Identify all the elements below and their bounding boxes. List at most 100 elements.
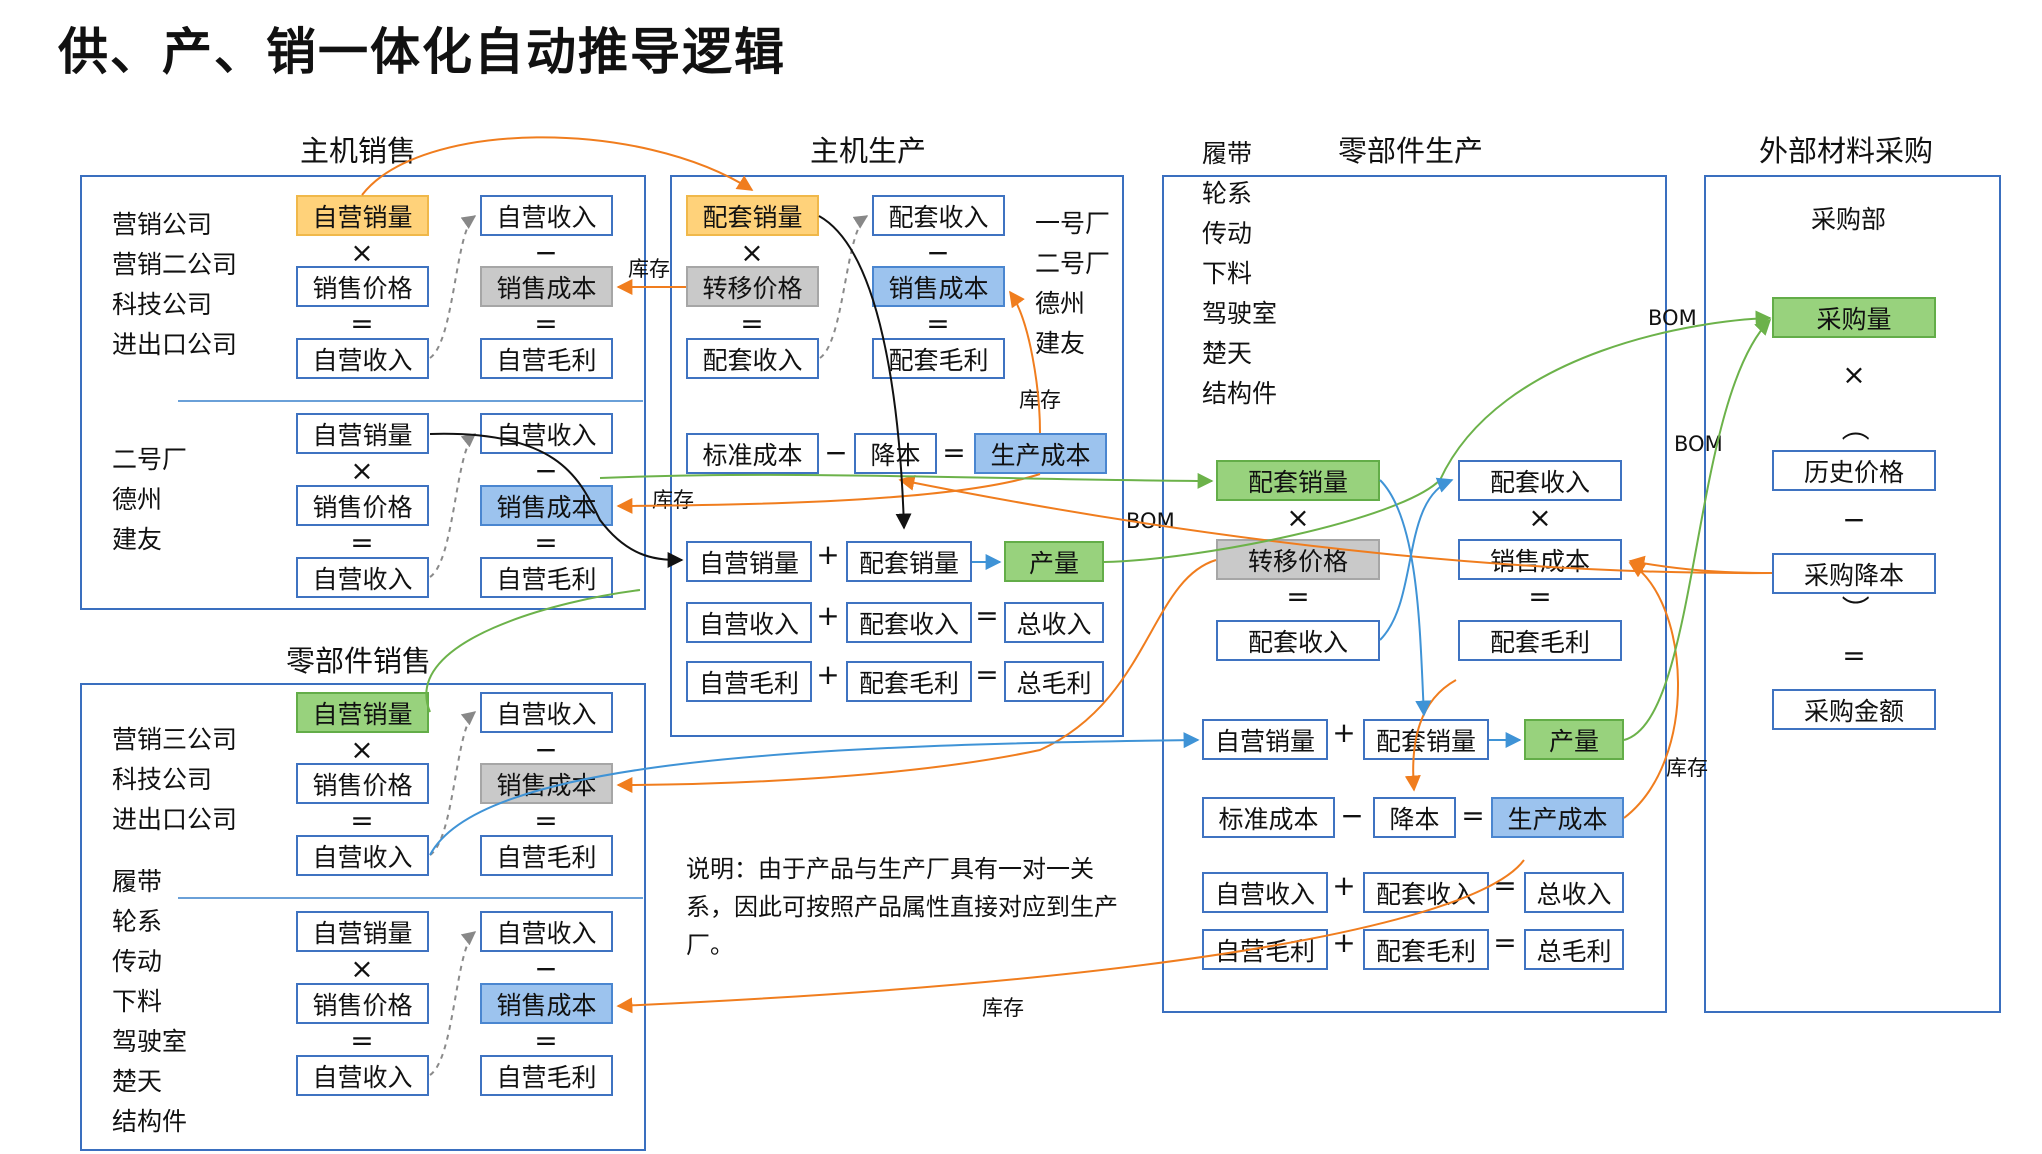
parts-prod-self-gross[interactable]: 自营毛利 — [1202, 929, 1328, 970]
op-equals: = — [1842, 639, 1866, 672]
purchase-history-price[interactable]: 历史价格 — [1772, 450, 1936, 491]
purchase-dept-label: 采购部 — [1811, 205, 1887, 234]
host-sales-g1-self-revenue[interactable]: 自营收入 — [480, 195, 613, 236]
host-prod-self-gross[interactable]: 自营毛利 — [686, 661, 812, 702]
parts-sales-title: 零部件销售 — [286, 644, 432, 678]
host-prod-match-revenue-left[interactable]: 配套收入 — [686, 338, 819, 379]
parts-sales-g1-self-revenue-left[interactable]: 自营收入 — [296, 835, 429, 876]
op-equals: = — [534, 804, 558, 837]
host-prod-match-gross[interactable]: 配套毛利 — [872, 338, 1005, 379]
host-sales-g1-self-revenue-left[interactable]: 自营收入 — [296, 338, 429, 379]
host-prod-cost-down[interactable]: 降本 — [854, 433, 937, 474]
page-title: 供、产、销一体化自动推导逻辑 — [58, 23, 786, 81]
op-times: × — [350, 952, 374, 985]
parts-prod-match-revenue[interactable]: 配套收入 — [1458, 460, 1622, 501]
host-sales-title: 主机销售 — [300, 134, 417, 168]
host-sales-g2-self-revenue[interactable]: 自营收入 — [480, 413, 613, 454]
op-times: × — [350, 454, 374, 487]
parts-prod-transfer-price[interactable]: 转移价格 — [1216, 539, 1380, 580]
host-prod-output[interactable]: 产量 — [1004, 541, 1104, 582]
label-bom: BOM — [1674, 432, 1723, 456]
parts-prod-sales-cost[interactable]: 销售成本 — [1458, 539, 1622, 580]
op-minus: − — [1842, 503, 1866, 536]
parts-sales-divider — [178, 897, 643, 899]
host-prod-self-volume[interactable]: 自营销量 — [686, 541, 812, 582]
parts-prod-self-revenue[interactable]: 自营收入 — [1202, 872, 1328, 913]
purchase-cost-down[interactable]: 采购降本 — [1772, 553, 1936, 594]
op-minus: − — [534, 733, 558, 766]
op-equals: = — [1461, 799, 1485, 832]
parts-production-entities: 履带 轮系 传动 下料 驾驶室 楚天 结构件 — [1202, 139, 1278, 408]
host-sales-divider — [178, 400, 643, 402]
op-plus: + — [1332, 926, 1356, 959]
parts-sales-g2-sales-cost[interactable]: 销售成本 — [480, 983, 613, 1024]
parts-sales-group1-entities: 营销三公司 科技公司 进出口公司 — [112, 725, 238, 834]
parts-prod-match-revenue-left[interactable]: 配套收入 — [1216, 620, 1380, 661]
host-sales-g1-self-gross[interactable]: 自营毛利 — [480, 338, 613, 379]
op-times: × — [1842, 358, 1866, 391]
label-inventory: 库存 — [652, 488, 694, 512]
host-prod-self-revenue[interactable]: 自营收入 — [686, 602, 812, 643]
host-sales-g2-sale-price[interactable]: 销售价格 — [296, 485, 429, 526]
host-prod-match-revenue-2[interactable]: 配套收入 — [846, 602, 972, 643]
parts-sales-g1-sale-price[interactable]: 销售价格 — [296, 763, 429, 804]
host-sales-g2-self-revenue-left[interactable]: 自营收入 — [296, 557, 429, 598]
host-prod-match-revenue[interactable]: 配套收入 — [872, 195, 1005, 236]
host-prod-match-gross-2[interactable]: 配套毛利 — [846, 661, 972, 702]
parts-prod-match-gross-2[interactable]: 配套毛利 — [1363, 929, 1489, 970]
op-minus: − — [534, 454, 558, 487]
parts-prod-cost-down[interactable]: 降本 — [1373, 797, 1456, 838]
parts-sales-g2-self-volume[interactable]: 自营销量 — [296, 911, 429, 952]
label-inventory: 库存 — [1666, 756, 1708, 780]
parts-prod-match-revenue-2[interactable]: 配套收入 — [1363, 872, 1489, 913]
op-equals: = — [350, 307, 374, 340]
host-sales-g2-self-gross[interactable]: 自营毛利 — [480, 557, 613, 598]
parts-production-title: 零部件生产 — [1338, 134, 1484, 168]
op-times: × — [350, 733, 374, 766]
parts-sales-g1-sales-cost[interactable]: 销售成本 — [480, 763, 613, 804]
op-minus: − — [534, 236, 558, 269]
host-prod-transfer-price[interactable]: 转移价格 — [686, 266, 819, 307]
host-prod-match-volume[interactable]: 配套销量 — [686, 195, 819, 236]
host-prod-match-volume-2[interactable]: 配套销量 — [846, 541, 972, 582]
parts-prod-match-volume-2[interactable]: 配套销量 — [1363, 719, 1489, 760]
parts-sales-g2-sale-price[interactable]: 销售价格 — [296, 983, 429, 1024]
parts-prod-std-cost[interactable]: 标准成本 — [1202, 797, 1335, 838]
purchase-volume[interactable]: 采购量 — [1772, 297, 1936, 338]
parts-prod-output[interactable]: 产量 — [1524, 719, 1624, 760]
host-sales-group1-entities: 营销公司 营销二公司 科技公司 进出口公司 — [112, 210, 238, 359]
label-bom: BOM — [1126, 509, 1175, 533]
parts-prod-match-volume[interactable]: 配套销量 — [1216, 460, 1380, 501]
host-prod-production-cost[interactable]: 生产成本 — [974, 433, 1107, 474]
host-sales-g1-sales-cost[interactable]: 销售成本 — [480, 266, 613, 307]
host-sales-group2-entities: 二号厂 德州 建友 — [112, 445, 188, 554]
parts-prod-self-volume[interactable]: 自营销量 — [1202, 719, 1328, 760]
host-prod-std-cost[interactable]: 标准成本 — [686, 433, 819, 474]
op-plus: + — [816, 538, 840, 571]
host-sales-g1-sale-price[interactable]: 销售价格 — [296, 266, 429, 307]
parts-prod-match-gross[interactable]: 配套毛利 — [1458, 620, 1622, 661]
parts-sales-g1-self-gross[interactable]: 自营毛利 — [480, 835, 613, 876]
host-production-entities: 一号厂 二号厂 德州 建友 — [1035, 209, 1111, 358]
parts-sales-g2-self-revenue-left[interactable]: 自营收入 — [296, 1055, 429, 1096]
op-minus: − — [1340, 799, 1364, 832]
parts-sales-g1-self-revenue[interactable]: 自营收入 — [480, 692, 613, 733]
op-equals: = — [740, 307, 764, 340]
parts-sales-g2-self-revenue[interactable]: 自营收入 — [480, 911, 613, 952]
host-sales-g2-sales-cost[interactable]: 销售成本 — [480, 485, 613, 526]
host-prod-total-revenue[interactable]: 总收入 — [1004, 602, 1104, 643]
parts-prod-production-cost[interactable]: 生产成本 — [1491, 797, 1624, 838]
op-equals: = — [975, 599, 999, 632]
purchase-amount[interactable]: 采购金额 — [1772, 689, 1936, 730]
op-equals: = — [1493, 869, 1517, 902]
host-prod-total-gross[interactable]: 总毛利 — [1004, 661, 1104, 702]
host-prod-sales-cost[interactable]: 销售成本 — [872, 266, 1005, 307]
op-plus: + — [1332, 869, 1356, 902]
op-equals: = — [1528, 580, 1552, 613]
parts-sales-g1-self-volume[interactable]: 自营销量 — [296, 692, 429, 733]
host-sales-g1-self-volume[interactable]: 自营销量 — [296, 195, 429, 236]
parts-prod-total-gross[interactable]: 总毛利 — [1524, 929, 1624, 970]
parts-sales-g2-self-gross[interactable]: 自营毛利 — [480, 1055, 613, 1096]
parts-prod-total-revenue[interactable]: 总收入 — [1524, 872, 1624, 913]
host-sales-g2-self-volume[interactable]: 自营销量 — [296, 413, 429, 454]
